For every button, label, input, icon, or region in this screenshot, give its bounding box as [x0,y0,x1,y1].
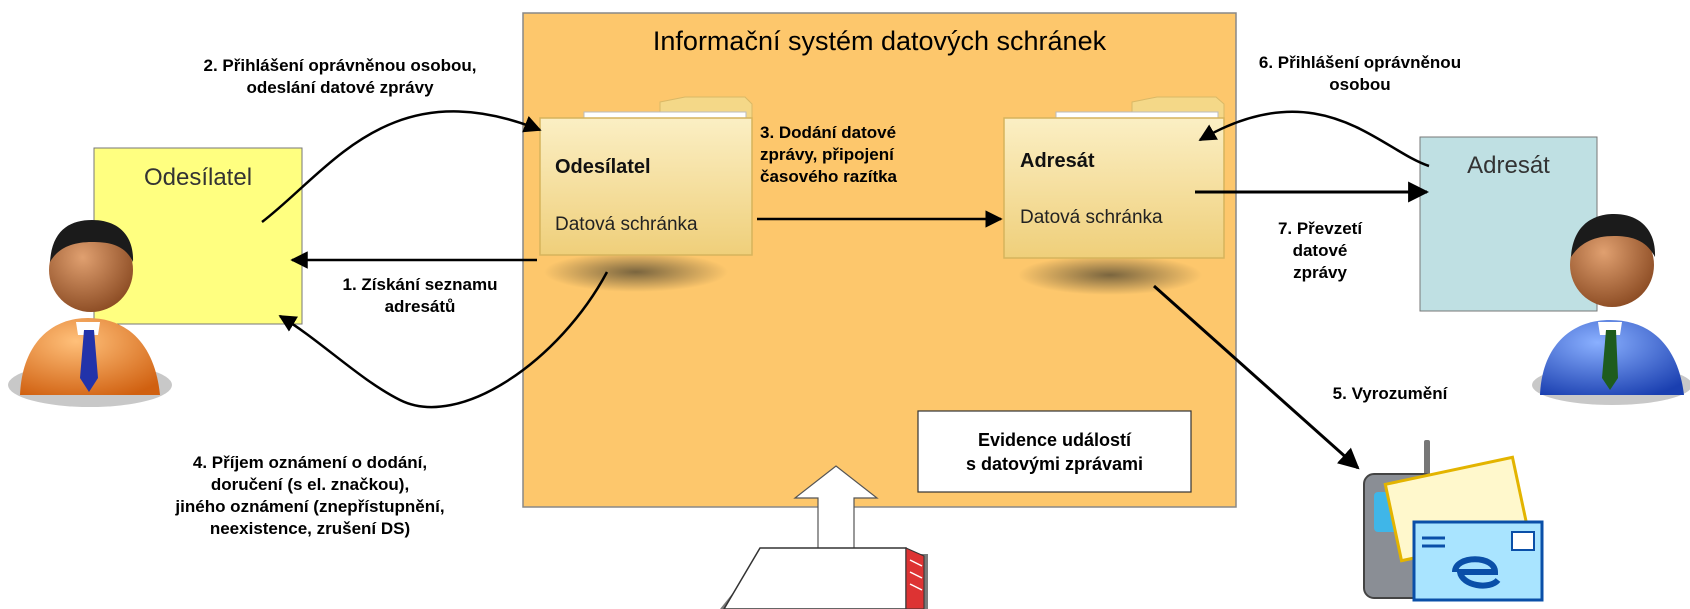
sender-person-icon [8,220,172,407]
step-2-line-1: 2. Přihlášení oprávněnou osobou, [203,56,477,75]
arrow-step-5 [1153,284,1360,470]
step-7-line-2: datové [1292,241,1348,260]
step-4-label: 4. Příjem oznámení o dodání, doručení (s… [120,452,500,540]
mobile-email-icon [1363,440,1544,602]
recipient-person-icon [1532,214,1690,405]
step-4-line-1: 4. Příjem oznámení o dodání, [192,453,428,472]
step-3-line-2: zprávy, připojení [760,145,894,164]
step-1-label: 1. Získání seznamu adresátů [310,274,530,318]
step-4-line-4: neexistence, zrušení DS) [209,519,411,538]
recipient-folder-shadow [1018,255,1202,295]
sender-folder-shadow [544,252,728,292]
step-3-line-1: 3. Dodání datové [760,123,897,142]
step-4-line-2: doručení (s el. značkou), [210,475,410,494]
recipient-folder-icon [1003,96,1225,259]
step-7-label: 7. Převzetí datové zprávy [1255,218,1385,284]
evidence-line-2: s datovými zprávami [965,454,1144,474]
recipient-box [1419,136,1598,312]
step-5-line-1: 5. Vyrozumění [1332,384,1448,403]
recipient-folder-subtitle: Datová schránka [1020,207,1163,228]
sender-folder-title: Odesílatel [555,156,651,178]
step-2-line-2: odeslání datové zprávy [246,78,434,97]
recipient-folder-title: Adresát [1020,150,1095,172]
sender-folder-icon [539,96,753,256]
step-4-line-3: jiného oznámení (znepřístupnění, [175,497,445,516]
evidence-box [917,410,1192,493]
step-1-line-1: 1. Získání seznamu [342,275,498,294]
step-2-label: 2. Přihlášení oprávněnou osobou, odeslán… [160,55,520,99]
step-3-label: 3. Dodání datové zprávy, připojení časov… [760,122,960,188]
evidence-line-1: Evidence událostí [977,430,1132,450]
step-5-label: 5. Vyrozumění [1300,383,1480,405]
sender-box-label: Odesílatel [143,164,253,191]
recipient-box-label: Adresát [1467,152,1550,179]
archive-stack-icon [720,547,928,609]
sender-folder-subtitle: Datová schránka [555,214,698,235]
step-7-line-1: 7. Převzetí [1277,219,1363,238]
system-title: Informační systém datových schránek [652,26,1107,56]
arrow-step-2 [261,110,542,223]
arrow-step-4 [278,271,609,409]
step-6-line-2: osobou [1329,75,1391,94]
step-1-line-2: adresátů [384,297,456,316]
arrow-step-6 [1198,110,1430,168]
step-6-label: 6. Přihlášení oprávněnou osobou [1240,52,1480,96]
evidence-text: Evidence událostí s datovými zprávami [918,428,1191,476]
step-6-line-1: 6. Přihlášení oprávněnou [1258,53,1462,72]
step-7-line-3: zprávy [1293,263,1347,282]
step-3-line-3: časového razítka [760,167,898,186]
sender-box [93,147,303,325]
